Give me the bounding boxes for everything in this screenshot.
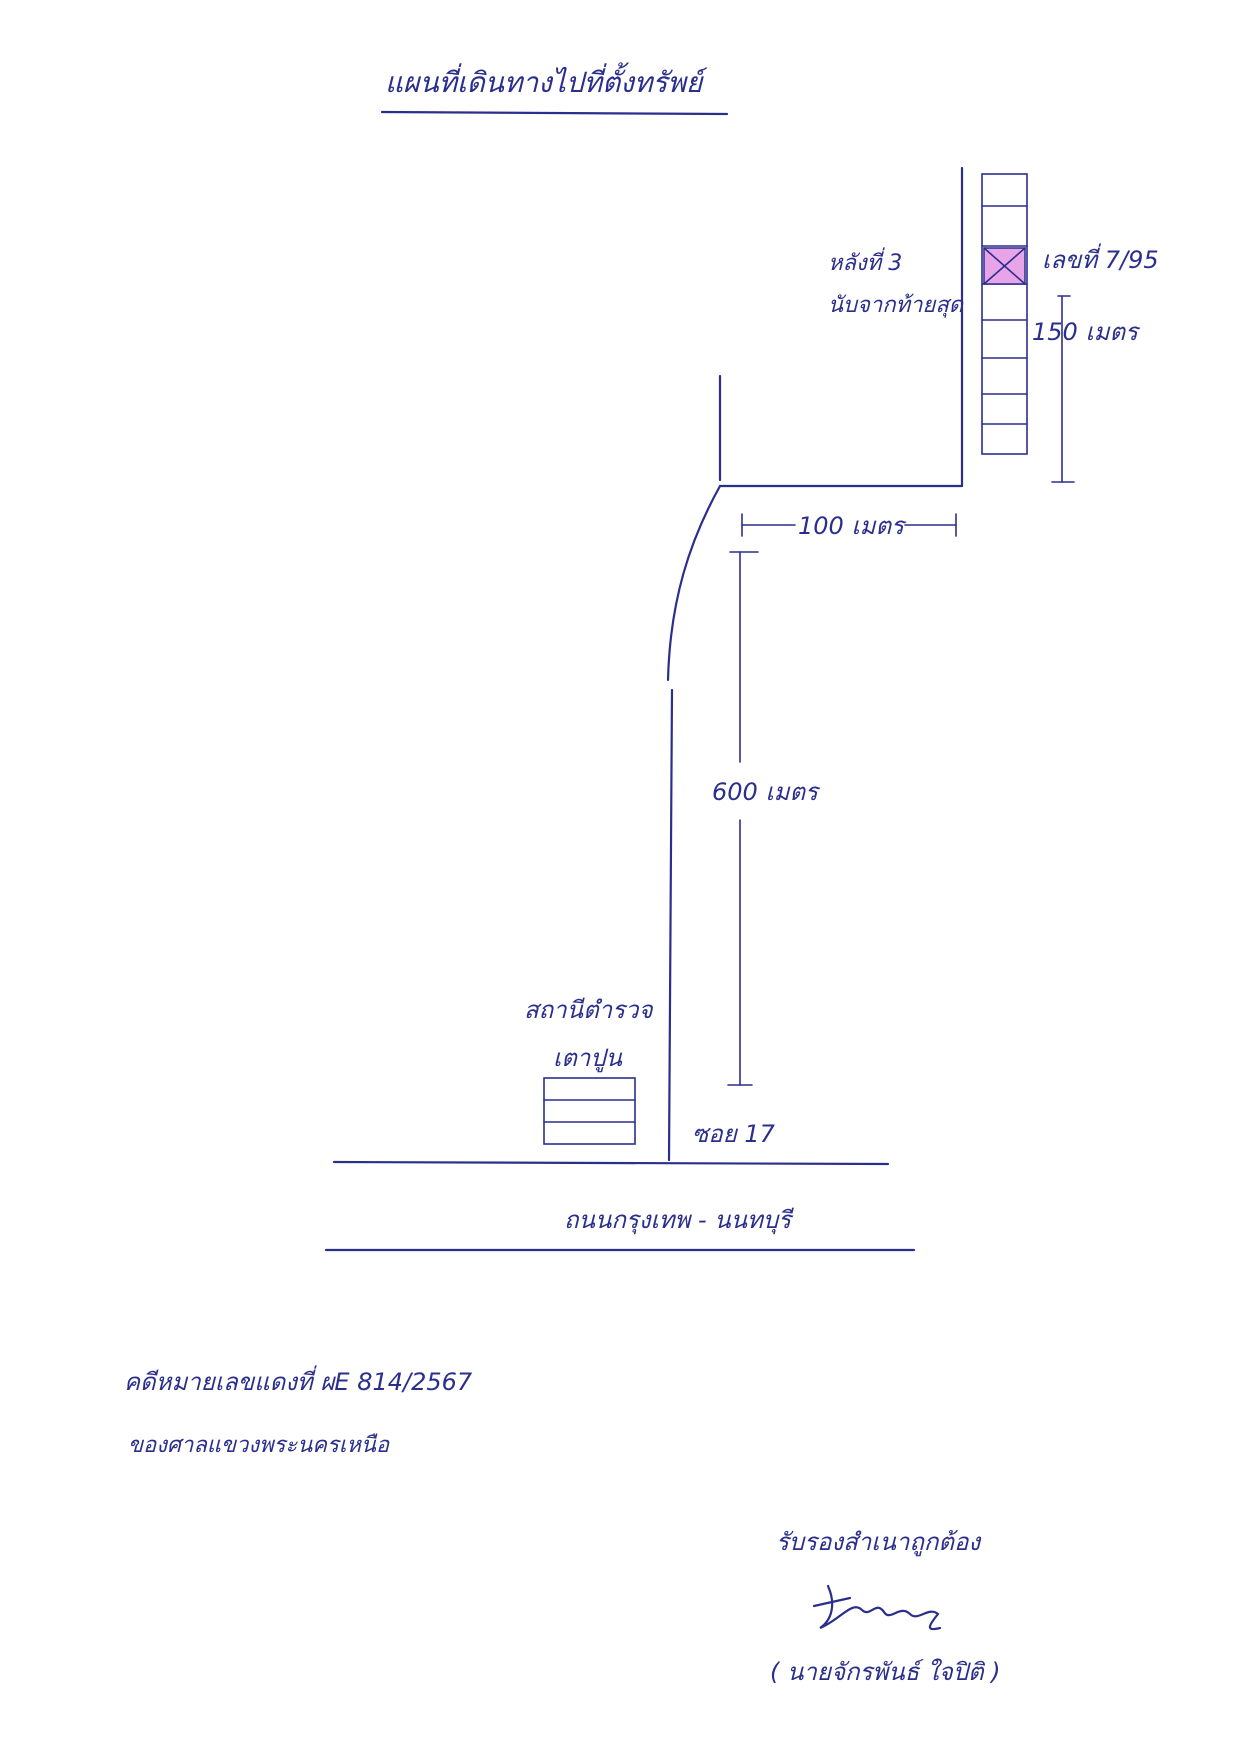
signer-name: ( นายจักรพันธ์ ใจปิติ ) (770, 1658, 1001, 1686)
soi-17-label: ซอย 17 (692, 1120, 776, 1148)
court-name: ของศาลแขวงพระนครเหนือ (128, 1433, 390, 1458)
dimension-150m (1051, 295, 1075, 483)
distance-150m-label: 150 เมตร (1032, 318, 1141, 346)
certification-text: รับรองสำเนาถูกต้อง (776, 1528, 982, 1557)
red-case-number: คดีหมายเลขแดงที่ ผE 814/2567 (124, 1365, 473, 1396)
page-title: แผนที่เดินทางไปที่ตั้งทรัพย์ (385, 62, 708, 99)
house-number-label: เลขที่ 7/95 (1042, 243, 1159, 274)
main-road-label: ถนนกรุงเทพ - นนทบุรี (564, 1206, 794, 1235)
dimension-100m (741, 513, 957, 537)
handwritten-signature (812, 1584, 942, 1631)
landmark-label-line2: เตาปูน (553, 1044, 623, 1073)
target-property-marker (983, 247, 1026, 285)
soi-17-road-line (667, 688, 674, 1162)
distance-100m-label: 100 เมตร (798, 512, 907, 540)
curved-road (666, 484, 722, 682)
building-note-line1: หลังที่ 3 (828, 247, 902, 276)
dimension-600m (727, 551, 759, 1086)
police-station-building (543, 1077, 636, 1145)
building-note-line2: นับจากท้ายสุด (828, 293, 965, 318)
main-road-upper-edge (332, 1160, 890, 1166)
distance-600m-label: 600 เมตร (712, 778, 821, 806)
townhouse-row (981, 173, 1028, 455)
landmark-label-line1: สถานีตำรวจ (524, 996, 653, 1024)
title-underline (380, 110, 729, 116)
